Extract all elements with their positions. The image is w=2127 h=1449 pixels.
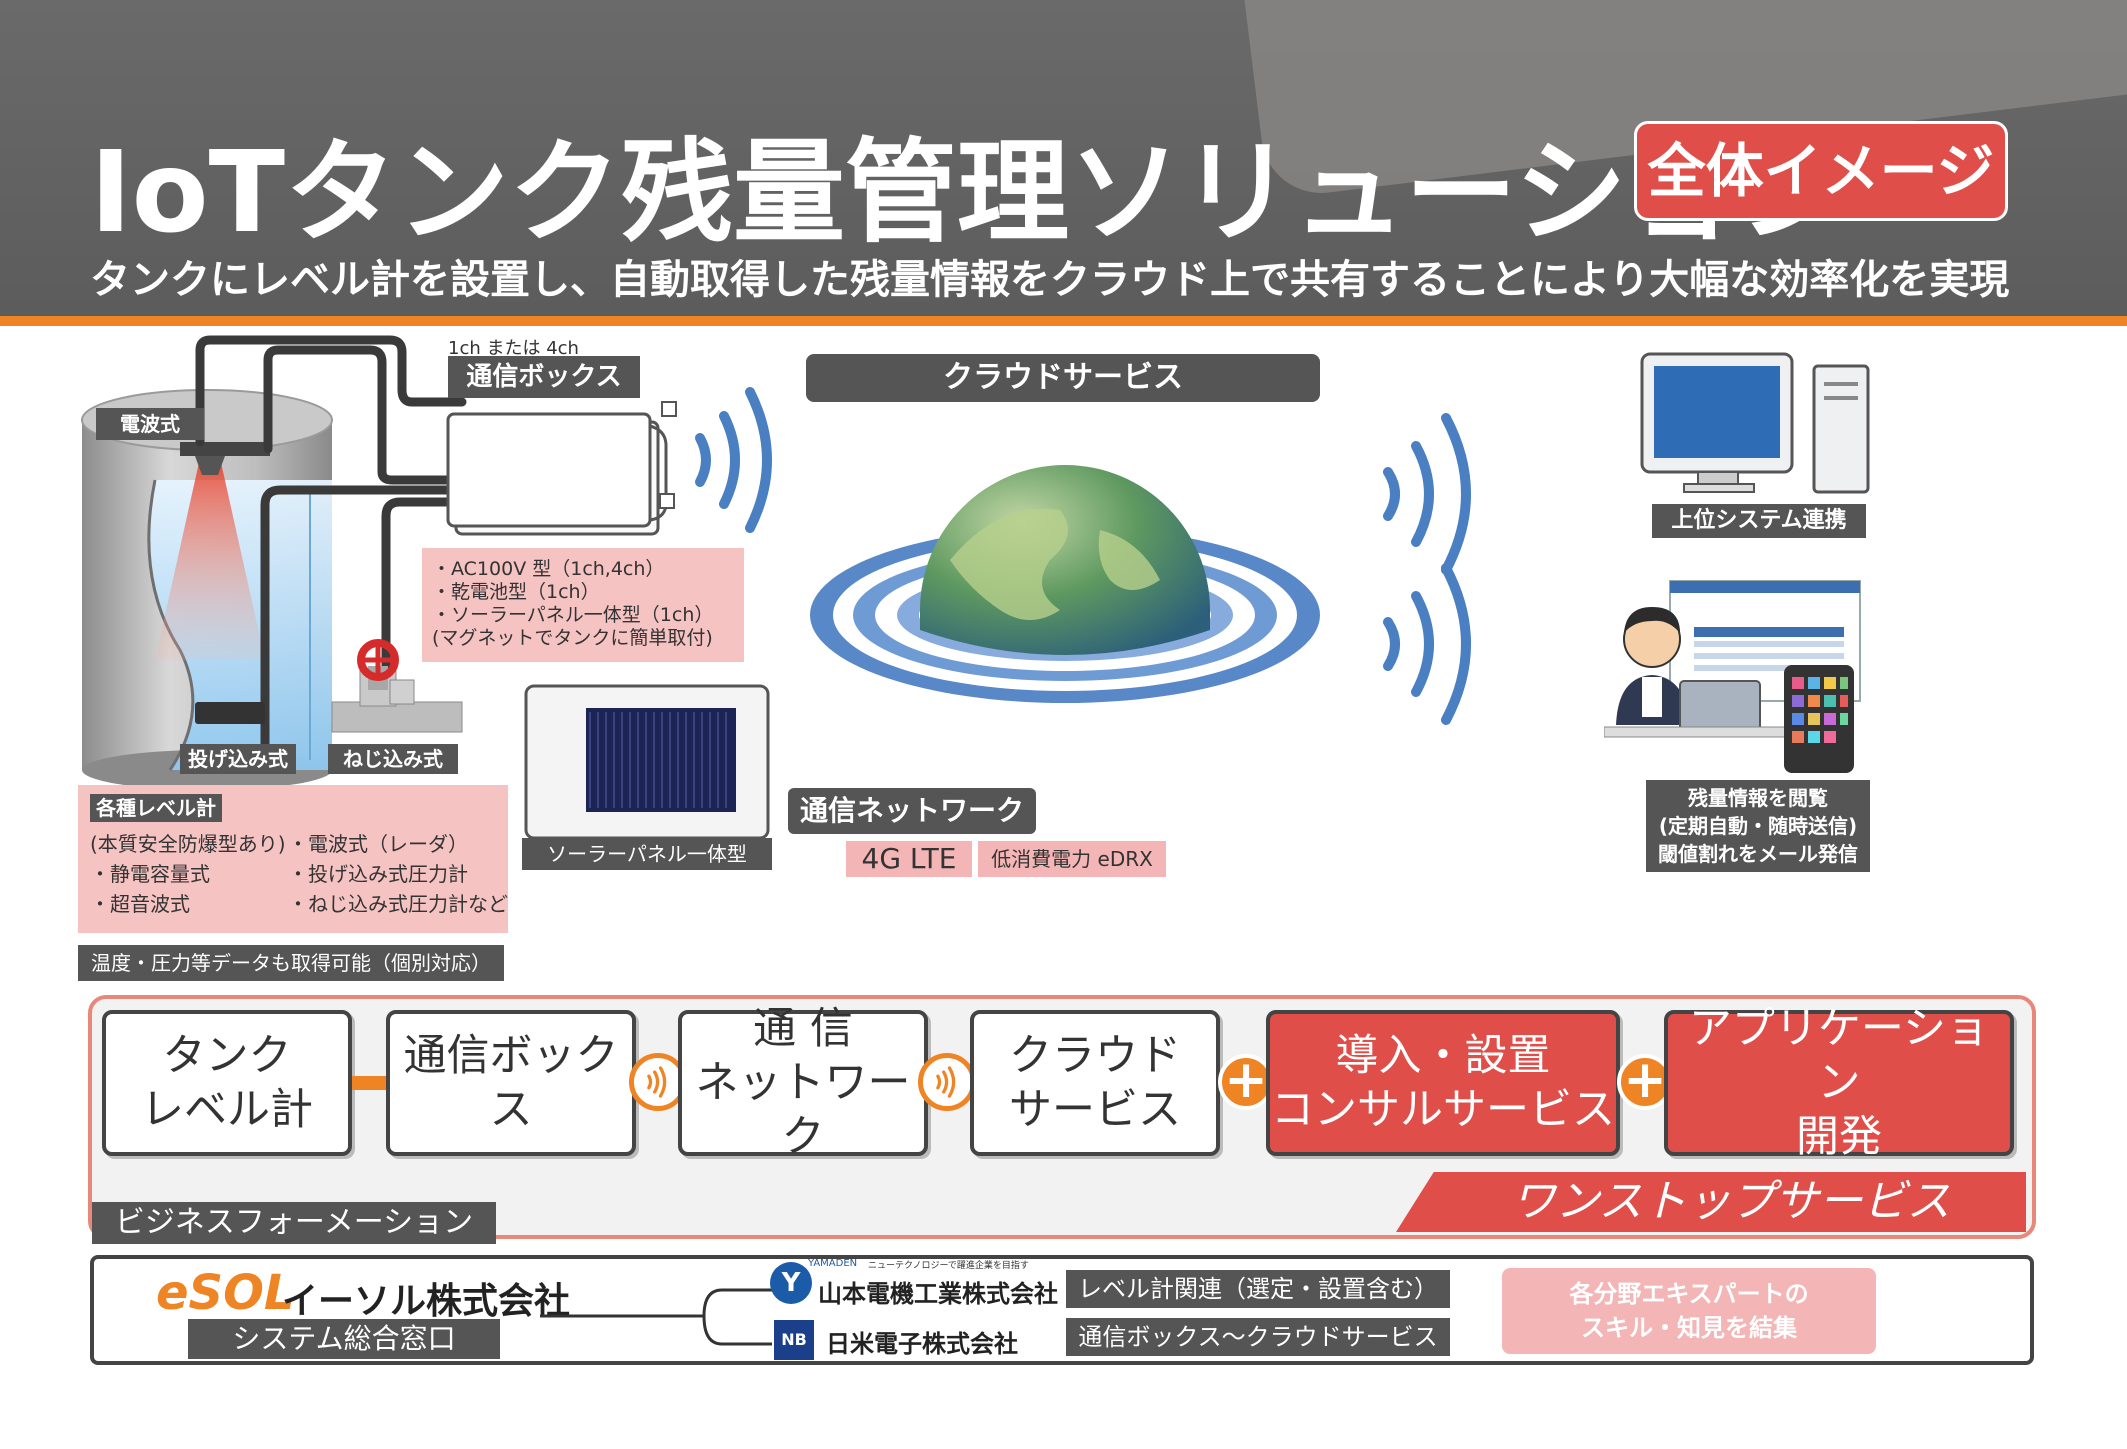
gauge-type: ・投げ込み式圧力計 — [288, 862, 468, 886]
yamaden-tagline: ニューテクノロジーで躍進企業を目指す — [868, 1261, 1029, 1271]
esol-role-label: システム総合窓口 — [188, 1319, 500, 1359]
flow-comm-box: 通信ボックス — [386, 1010, 636, 1156]
comm-box-specs: ・AC100V 型（1ch,4ch） ・乾電池型（1ch） ・ソーラーパネル一体… — [422, 548, 744, 662]
partner-connector-lines — [540, 1288, 772, 1346]
flow-text: 通 信 — [753, 1004, 853, 1054]
drop-type-label: 投げ込み式 — [180, 744, 296, 774]
expert-line: 各分野エキスパートの — [1569, 1280, 1809, 1308]
plus-icon: + — [1218, 1054, 1274, 1110]
flow-text: 通信ボックス — [403, 1031, 619, 1135]
page-title: IoTタンク残量管理ソリューション — [90, 128, 1851, 258]
flow-app-development: アプリケーション開発 — [1664, 1004, 2014, 1162]
channel-note: 1ch または 4ch — [448, 338, 579, 359]
flow-text: 導入・設置 — [1335, 1031, 1551, 1081]
yamaden-logo-icon: Y — [770, 1262, 812, 1304]
viewing-info-label: 残量情報を閲覧 (定期自動・随時送信) 閾値割れをメール発信 — [1646, 780, 1870, 872]
expert-line: スキル・知見を結集 — [1581, 1314, 1797, 1342]
flow-install-consulting: 導入・設置コンサルサービス — [1266, 1010, 1620, 1156]
expert-skills-badge: 各分野エキスパートの スキル・知見を結集 — [1502, 1268, 1876, 1354]
flow-text: ネットワーク — [695, 1058, 911, 1162]
flow-tank-level-gauge: タンクレベル計 — [102, 1010, 352, 1156]
spec-item: (マグネットでタンクに簡単取付) — [432, 627, 713, 649]
gauge-type: ・超音波式 — [90, 892, 190, 916]
radio-type-label: 電波式 — [96, 408, 204, 440]
nb-company-name: 日米電子株式会社 — [826, 1330, 1018, 1358]
globe-illustration — [810, 465, 1320, 703]
flow-text: アプリケーション — [1688, 1004, 1990, 1108]
gauge-types-col-1: (本質安全防爆型あり) ・静電容量式 ・超音波式 — [90, 829, 286, 919]
comm-box-illustration — [446, 401, 677, 536]
flow-text: サービス — [1009, 1085, 1181, 1135]
flow-text: タンク — [162, 1031, 292, 1081]
flow-network: 通 信ネットワーク — [678, 1004, 928, 1162]
upper-system-label: 上位システム連携 — [1652, 504, 1866, 538]
business-formation-label: ビジネスフォーメーション — [92, 1202, 496, 1244]
gauge-type: ・静電容量式 — [90, 862, 210, 886]
desktop-computer-illustration — [1640, 352, 1870, 494]
viewing-line: 閾値割れをメール発信 — [1658, 842, 1858, 866]
solar-panel-illustration — [524, 684, 770, 840]
nb-logo-icon: NB — [774, 1320, 814, 1360]
plus-icon: + — [1617, 1054, 1673, 1110]
yamaden-role-label: レベル計関連（選定・設置含む） — [1066, 1270, 1450, 1308]
solar-panel-label: ソーラーパネル一体型 — [522, 838, 772, 870]
flow-wireless-icon — [918, 1053, 976, 1111]
gauge-types-col-2: ・電波式（レーダ） ・投げ込み式圧力計 ・ねじ込み式圧力計など — [288, 829, 508, 919]
one-stop-service-banner: ワンストップサービス — [1396, 1172, 2026, 1232]
flow-cloud-service: クラウドサービス — [970, 1010, 1220, 1156]
flow-wired-connector — [352, 1076, 388, 1090]
extra-data-note: 温度・圧力等データも取得可能（個別対応） — [78, 945, 504, 981]
page-subtitle: タンクにレベル計を設置し、自動取得した残量情報をクラウド上で共有することにより大… — [90, 257, 2010, 303]
flow-text: レベル計 — [141, 1085, 313, 1135]
gauge-type: ・電波式（レーダ） — [288, 832, 468, 856]
gauge-type: ・ねじ込み式圧力計など — [288, 892, 508, 916]
power-badge: 低消費電力 eDRX — [978, 841, 1166, 877]
flow-text: コンサルサービス — [1271, 1085, 1615, 1135]
overall-image-badge: 全体イメージ — [1634, 121, 2008, 221]
wireless-wave-icons-right — [1383, 413, 1471, 725]
user-viewing-illustration — [1604, 580, 1861, 773]
yamaden-company-name: 山本電機工業株式会社 — [818, 1280, 1058, 1308]
level-gauge-types: 各種レベル計 (本質安全防爆型あり) ・静電容量式 ・超音波式 ・電波式（レーダ… — [78, 785, 508, 933]
spec-item: ・乾電池型（1ch） — [432, 581, 600, 603]
esol-logo: eSOL — [156, 1265, 295, 1321]
header-orange-rule — [0, 316, 2127, 326]
spec-item: ・ソーラーパネル一体型（1ch） — [432, 604, 714, 626]
flow-text: クラウド — [1009, 1031, 1181, 1081]
flow-text: 開発 — [1796, 1112, 1882, 1162]
cloud-service-label: クラウドサービス — [806, 354, 1320, 402]
level-gauge-heading: 各種レベル計 — [90, 794, 222, 822]
wireless-wave-icon — [695, 387, 772, 533]
comm-box-label: 通信ボックス — [448, 356, 640, 398]
yamaden-logo-text: YAMADEN — [808, 1258, 858, 1269]
screw-type-label: ねじ込み式 — [328, 744, 458, 774]
viewing-line: (定期自動・随時送信) — [1658, 814, 1858, 838]
network-label: 通信ネットワーク — [788, 788, 1036, 834]
nb-role-label: 通信ボックス〜クラウドサービス — [1066, 1318, 1450, 1356]
esol-company-name: イーソル株式会社 — [282, 1281, 571, 1322]
tank-illustration — [81, 335, 467, 790]
spec-item: ・AC100V 型（1ch,4ch） — [432, 558, 665, 580]
gauge-type: (本質安全防爆型あり) — [90, 832, 286, 856]
lte-badge: 4G LTE — [846, 841, 972, 877]
viewing-line: 残量情報を閲覧 — [1688, 786, 1828, 810]
